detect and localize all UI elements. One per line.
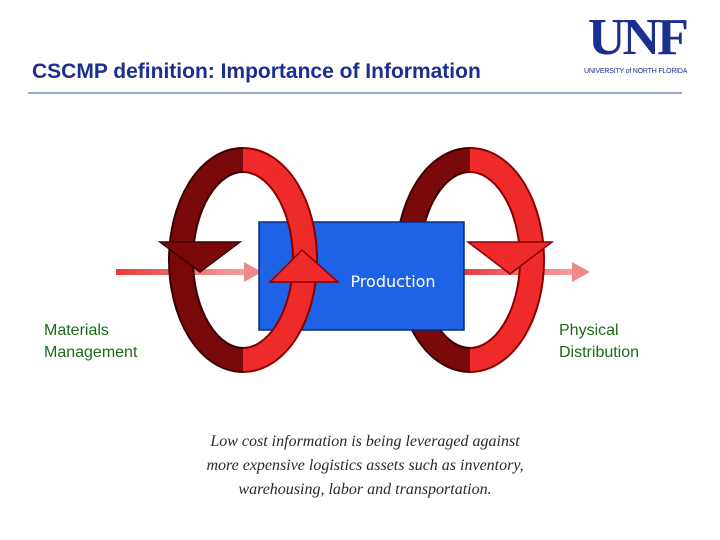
flow-arrowhead-left: [244, 262, 262, 282]
right-cycle-front-arc: [469, 149, 543, 371]
logo-subtitle: UNIVERSITY of NORTH FLORIDA: [584, 68, 688, 75]
left-cycle-back-arc: [170, 149, 244, 371]
left-label-line2: Management: [44, 344, 138, 361]
production-label: Production: [350, 272, 436, 291]
physical-distribution-label: Physical Distribution: [559, 320, 639, 364]
left-cycle-up-arrowhead: [268, 248, 340, 283]
caption-line1: Low cost information is being leveraged …: [210, 433, 520, 450]
title-underline: [28, 92, 682, 94]
left-cycle-down-arrowhead: [157, 241, 243, 273]
right-label-line1: Physical: [559, 322, 619, 339]
logo-letters: UNF: [588, 9, 689, 66]
materials-management-label: Materials Management: [44, 320, 137, 364]
right-cycle-down-arrowhead: [465, 241, 555, 275]
caption-line2: more expensive logistics assets such as …: [206, 457, 524, 474]
right-label-line2: Distribution: [559, 344, 640, 361]
caption-line3: warehousing, labor and transportation.: [238, 481, 492, 498]
flow-line-right: [462, 269, 574, 275]
unf-logo: UNF UNIVERSITY of NORTH FLORIDA: [584, 9, 689, 75]
flow-arrowhead-right: [572, 262, 590, 282]
caption: Low cost information is being leveraged …: [150, 430, 580, 502]
slide-title: CSCMP definition: Importance of Informat…: [32, 60, 481, 83]
left-label-line1: Materials: [44, 322, 109, 339]
